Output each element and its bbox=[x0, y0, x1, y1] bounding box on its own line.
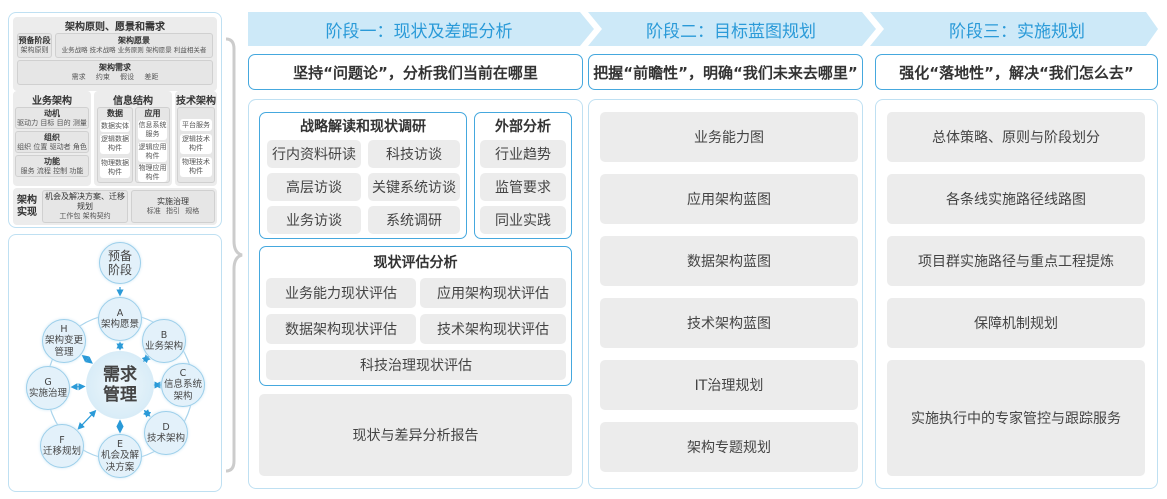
external-item: 同业实践 bbox=[480, 206, 566, 234]
strategy-item: 科技访谈 bbox=[368, 140, 460, 168]
stage1-subtitle: 坚持“问题论”，分析我们当前在哪里 bbox=[248, 54, 583, 90]
bidirectional-arrow bbox=[77, 409, 97, 430]
tech-box: 平台服务 逻辑技术构件 物理技术构件 bbox=[177, 107, 215, 183]
implementation-item: 总体策略、原则与阶段划分 bbox=[887, 112, 1145, 162]
strategy-item: 关键系统访谈 bbox=[368, 173, 460, 201]
business-title: 业务架构 bbox=[32, 95, 72, 107]
stage2-subtitle: 把握“前瞻性”，明确“我们未来去哪里” bbox=[588, 54, 863, 90]
assessment-title: 现状评估分析 bbox=[373, 255, 458, 271]
external-item: 监管要求 bbox=[480, 173, 566, 201]
function-box: 功能服务 流程 控制 功能 bbox=[15, 155, 89, 177]
implementation-item: 实施执行中的专家管控与跟踪服务 bbox=[887, 360, 1145, 476]
blueprint-item: 数据架构蓝图 bbox=[600, 236, 858, 286]
blueprint-item: 业务能力图 bbox=[600, 112, 858, 162]
center-circle bbox=[86, 351, 154, 419]
assessment-item: 数据架构现状评估 bbox=[266, 314, 416, 344]
blueprint-item: 架构专题规划 bbox=[600, 422, 858, 472]
implementation-item: 保障机制规划 bbox=[887, 298, 1145, 348]
blueprint-item: IT治理规划 bbox=[600, 360, 858, 410]
assessment-item: 应用架构现状评估 bbox=[420, 278, 566, 308]
assessment-item: 技术架构现状评估 bbox=[420, 314, 566, 344]
principles-title: 架构原则、愿景和需求 bbox=[65, 21, 165, 33]
stage1-title: 阶段一：现状及差距分析 bbox=[325, 21, 513, 42]
implementation-item: 各条线实施路径线路图 bbox=[887, 174, 1145, 224]
stage3-chevron bbox=[870, 12, 1158, 46]
tech-title: 技术架构 bbox=[176, 95, 216, 107]
strategy-title: 战略解读和现状调研 bbox=[300, 119, 426, 135]
strategy-item: 业务访谈 bbox=[267, 206, 361, 234]
brace-bracket bbox=[225, 37, 243, 473]
stage2-title: 阶段二：目标蓝图规划 bbox=[646, 21, 816, 42]
stage1-chevron bbox=[248, 12, 594, 46]
togaf-content-panel: 架构原则、愿景和需求 预备阶段 架构原则 架构愿景 业务战略 技术战略 业务原则… bbox=[8, 12, 222, 228]
implementation-item: 项目群实施路径与重点工程提炼 bbox=[887, 236, 1145, 286]
stage3-subtitle: 强化“落地性”，解决“我们怎么去” bbox=[875, 54, 1158, 90]
stage-header-bar bbox=[248, 12, 1158, 46]
stage3-title: 阶段三：实施规划 bbox=[949, 21, 1085, 42]
requirements-items: 需求 约束 假设 差距 bbox=[71, 73, 159, 81]
realization-title: 架构实现 bbox=[17, 195, 37, 218]
assessment-item: 业务能力现状评估 bbox=[266, 278, 416, 308]
prelim-items: 架构原则 bbox=[20, 46, 49, 54]
strategy-item: 系统调研 bbox=[368, 206, 460, 234]
center-label: 需求管理 bbox=[103, 365, 137, 405]
prelim-title: 预备阶段 bbox=[18, 36, 51, 45]
governance-box: 实施治理标准 指引 规格 bbox=[131, 190, 215, 223]
blueprint-item: 技术架构蓝图 bbox=[600, 298, 858, 348]
prelim-box: 预备阶段 架构原则 bbox=[17, 33, 52, 58]
data-box: 数据 数据实体 逻辑数据构件 物理数据构件 bbox=[97, 107, 133, 183]
bidirectional-arrow bbox=[141, 354, 151, 364]
organization-box: 组织组织 位置 驱动者 角色 bbox=[15, 131, 89, 153]
vision-items: 业务战略 技术战略 业务原则 架构愿景 利益相关者 bbox=[61, 46, 207, 54]
external-title: 外部分析 bbox=[495, 119, 551, 135]
gap-report: 现状与差异分析报告 bbox=[259, 394, 572, 476]
requirements-title: 架构需求 bbox=[99, 63, 131, 72]
requirements-box: 架构需求 需求 约束 假设 差距 bbox=[17, 60, 213, 85]
strategy-item: 行内资料研读 bbox=[267, 140, 361, 168]
motivation-box: 动机驱动力 目标 目的 测量 bbox=[15, 107, 89, 129]
vision-box: 架构愿景 业务战略 技术战略 业务原则 架构愿景 利益相关者 bbox=[55, 33, 213, 58]
vision-title: 架构愿景 bbox=[118, 36, 150, 45]
strategy-item: 高层访谈 bbox=[267, 173, 361, 201]
prelim-node: 预备阶段 bbox=[99, 242, 141, 284]
bidirectional-arrow bbox=[142, 409, 152, 418]
opportunity-box: 机会及解决方案、迁移规划工作包 架构契约 bbox=[42, 190, 128, 223]
external-item: 行业趋势 bbox=[480, 140, 566, 168]
stage2-chevron bbox=[588, 12, 876, 46]
info-title: 信息结构 bbox=[113, 95, 153, 107]
blueprint-item: 应用架构蓝图 bbox=[600, 174, 858, 224]
app-box: 应用 信息系统服务 逻辑应用构件 物理应用构件 bbox=[135, 107, 170, 183]
bidirectional-arrow bbox=[81, 354, 93, 364]
assessment-item: 科技治理现状评估 bbox=[266, 350, 566, 380]
